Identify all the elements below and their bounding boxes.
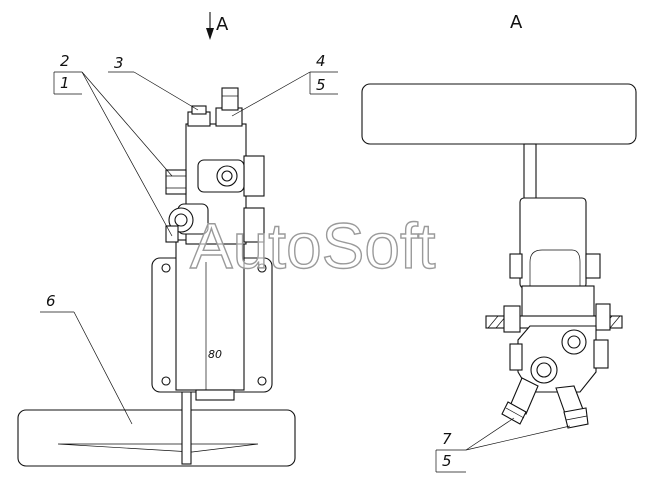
body-bottom-nut (195, 389, 235, 401)
callout-4-5: 4 5 (231, 52, 338, 117)
flange-hole (161, 376, 171, 386)
right-lower-port (530, 356, 558, 384)
top-fitting-3-cap (191, 105, 207, 115)
bottom-plate (17, 409, 296, 467)
callout-label-4: 4 (316, 52, 326, 70)
watermark: AutoSoft (190, 210, 436, 282)
lower-rod (181, 383, 192, 465)
housing-nut-right (585, 253, 601, 279)
side-fitting-upper (165, 169, 187, 195)
pedal-pad (361, 83, 637, 145)
bracket-bolt-right (595, 303, 611, 331)
right-section-view: A (361, 12, 637, 473)
callout-label-5-top: 5 (316, 76, 326, 94)
callout-label-5-bottom: 5 (442, 452, 452, 470)
flange-hole (161, 263, 171, 273)
section-view-label: A (510, 12, 523, 33)
housing-nut-left (509, 253, 523, 279)
callout-label-7: 7 (442, 430, 452, 448)
side-boss-right-lower (243, 207, 265, 243)
plate-rib (57, 443, 259, 453)
callout-label-2: 2 (60, 52, 70, 70)
callout-2-1: 2 1 (53, 52, 173, 237)
pedal-stem (523, 143, 537, 203)
flange-hole (257, 376, 267, 386)
bracket-bolt-left (503, 305, 521, 333)
callout-3: 3 (108, 54, 199, 111)
top-fitting-4 (215, 107, 243, 127)
side-boss-right (243, 155, 265, 197)
valve-side-nut-left (509, 343, 523, 371)
right-upper-port (561, 329, 587, 355)
callout-label-6: 6 (46, 292, 56, 310)
callout-7-5: 7 5 (435, 417, 571, 473)
view-arrow-a: A (206, 12, 229, 40)
view-arrow-label: A (216, 14, 229, 35)
callout-6: 6 (40, 292, 133, 425)
callout-label-3: 3 (114, 54, 124, 72)
flange-hole (257, 263, 267, 273)
callout-label-1: 1 (60, 74, 70, 92)
top-fitting-4-nipple (221, 87, 239, 111)
middle-port (216, 165, 238, 187)
left-assembly-view: A 80 (17, 12, 338, 467)
angled-fitting-right (555, 385, 589, 429)
angled-fitting-left (501, 377, 539, 425)
valve-side-nut-right (593, 339, 609, 369)
body-marking: 80 (208, 348, 222, 361)
